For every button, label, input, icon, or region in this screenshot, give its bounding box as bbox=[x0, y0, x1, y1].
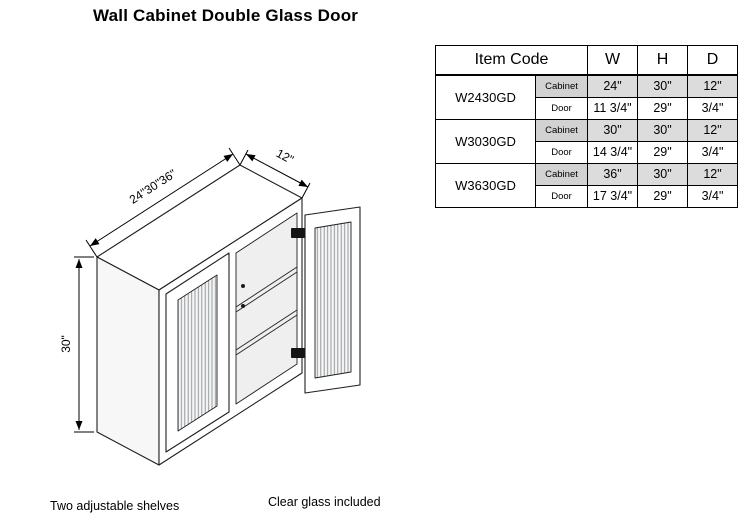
cabinet-diagram: 24"30"36" 12" 30" bbox=[59, 146, 361, 466]
left-door-glass-panel bbox=[177, 274, 218, 432]
door-height-value: 29" bbox=[637, 96, 688, 120]
table-row-door: Door 11 3/4" 29" 3/4" bbox=[436, 96, 738, 120]
cabinet-door-opening bbox=[235, 212, 298, 405]
cabinet-width-value: 24" bbox=[587, 74, 638, 98]
item-code-cell: W3630GD bbox=[435, 162, 536, 208]
page-title: Wall Cabinet Double Glass Door bbox=[93, 6, 359, 25]
shelf-front-edge bbox=[235, 309, 298, 351]
cabinet-height-value: 30" bbox=[637, 74, 688, 98]
hinge-bottom bbox=[291, 348, 305, 358]
col-header-depth: D bbox=[687, 45, 738, 76]
shelf-thickness-edge bbox=[235, 314, 298, 356]
note-clear-glass: Clear glass included bbox=[268, 495, 381, 509]
shelf-thickness-edge bbox=[235, 271, 298, 313]
door-depth-value: 3/4" bbox=[687, 140, 738, 164]
item-code-cell: W2430GD bbox=[435, 74, 536, 120]
door-row-label: Door bbox=[535, 140, 588, 164]
width-extension-line bbox=[85, 239, 98, 258]
cabinet-row-label: Cabinet bbox=[535, 74, 588, 98]
width-dimension-label: 24"30"36" bbox=[127, 166, 179, 206]
door-hinges bbox=[291, 228, 305, 358]
cabinet-height-value: 30" bbox=[637, 162, 688, 186]
table-row-cabinet: W3630GD Cabinet 36" 30" 12" bbox=[435, 162, 738, 208]
depth-extension-line bbox=[239, 149, 249, 166]
cabinet-row-label: Cabinet bbox=[535, 162, 588, 186]
cabinet-height-value: 30" bbox=[637, 118, 688, 142]
col-header-height: H bbox=[637, 45, 688, 76]
width-extension-line bbox=[228, 147, 241, 166]
door-depth-value: 3/4" bbox=[687, 184, 738, 208]
depth-dimension-label: 12" bbox=[274, 146, 296, 167]
cabinet-row-label: Cabinet bbox=[535, 118, 588, 142]
height-dimension-label: 30" bbox=[59, 335, 73, 353]
table-row-door: Door 14 3/4" 29" 3/4" bbox=[436, 140, 738, 164]
hinge-top bbox=[291, 228, 305, 238]
note-adjustable-shelves: Two adjustable shelves bbox=[50, 499, 180, 513]
door-width-value: 14 3/4" bbox=[587, 140, 638, 164]
cabinet-width-value: 30" bbox=[587, 118, 638, 142]
table-row-cabinet: W2430GD Cabinet 24" 30" 12" bbox=[435, 74, 738, 120]
shelf-front-edge bbox=[235, 266, 298, 308]
cabinet-depth-value: 12" bbox=[687, 118, 738, 142]
col-header-item-code: Item Code bbox=[435, 45, 588, 76]
cabinet-left-side-face bbox=[96, 256, 160, 466]
shelf-pin bbox=[241, 284, 245, 288]
right-door-glass-panel bbox=[314, 221, 352, 379]
dimension-lines bbox=[74, 147, 311, 433]
col-header-width: W bbox=[587, 45, 638, 76]
spec-table: Item Code W H D W2430GD Cabinet 24" 30" … bbox=[435, 45, 738, 208]
table-header-row: Item Code W H D bbox=[435, 45, 738, 76]
cabinet-depth-value: 12" bbox=[687, 74, 738, 98]
table-row-cabinet: W3030GD Cabinet 30" 30" 12" bbox=[435, 118, 738, 164]
depth-dimension-line bbox=[245, 153, 309, 188]
door-depth-value: 3/4" bbox=[687, 96, 738, 120]
width-dimension-line bbox=[89, 153, 234, 247]
door-row-label: Door bbox=[535, 184, 588, 208]
door-row-label: Door bbox=[535, 96, 588, 120]
shelf-pin bbox=[241, 304, 245, 308]
cabinet-depth-value: 12" bbox=[687, 162, 738, 186]
adjustable-shelves bbox=[235, 266, 298, 356]
door-height-value: 29" bbox=[637, 184, 688, 208]
cabinet-width-value: 36" bbox=[587, 162, 638, 186]
door-width-value: 11 3/4" bbox=[587, 96, 638, 120]
depth-extension-line bbox=[301, 182, 311, 199]
door-height-value: 29" bbox=[637, 140, 688, 164]
table-row-door: Door 17 3/4" 29" 3/4" bbox=[436, 184, 738, 208]
item-code-cell: W3030GD bbox=[435, 118, 536, 164]
door-width-value: 17 3/4" bbox=[587, 184, 638, 208]
shelf-pins bbox=[241, 284, 245, 308]
